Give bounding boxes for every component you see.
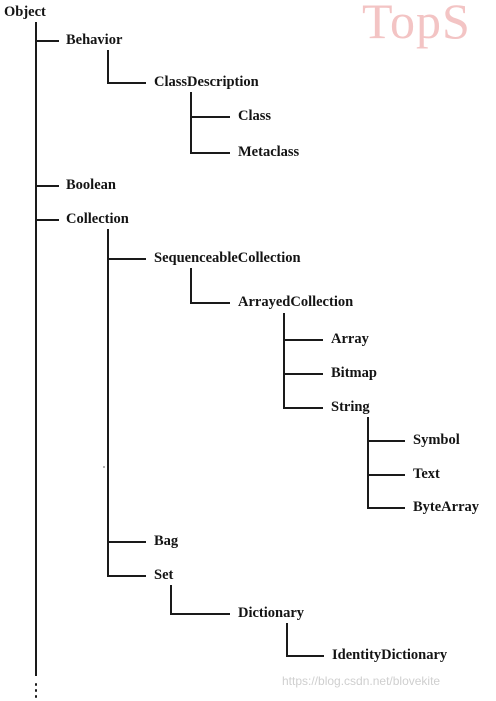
connector-arrayed-collection bbox=[190, 302, 230, 304]
node-collection: Collection bbox=[66, 211, 129, 227]
connector-dictionary bbox=[170, 613, 230, 615]
scan-speck bbox=[103, 466, 105, 468]
node-object: Object bbox=[4, 4, 46, 20]
connector-sequenceable-trunk bbox=[190, 268, 192, 302]
node-symbol: Symbol bbox=[413, 432, 460, 448]
connector-arrayed-trunk bbox=[283, 313, 285, 407]
connector-array bbox=[283, 339, 323, 341]
node-bitmap: Bitmap bbox=[331, 365, 377, 381]
connector-set-trunk bbox=[170, 585, 172, 613]
node-set: Set bbox=[154, 567, 174, 583]
node-byte-array: ByteArray bbox=[413, 499, 480, 515]
connector-string-trunk bbox=[367, 417, 369, 507]
connector-class-description-trunk bbox=[190, 92, 192, 152]
node-arrayed-collection: ArrayedCollection bbox=[238, 294, 354, 310]
connector-behavior bbox=[35, 40, 59, 42]
connector-metaclass bbox=[190, 152, 230, 154]
node-array: Array bbox=[331, 331, 369, 347]
connector-bitmap bbox=[283, 373, 323, 375]
node-text: Text bbox=[413, 466, 440, 482]
connector-behavior-trunk bbox=[107, 50, 109, 82]
node-identity-dictionary: IdentityDictionary bbox=[332, 647, 448, 663]
node-string: String bbox=[331, 399, 370, 415]
continuation-dot bbox=[34, 695, 37, 698]
connector-bag bbox=[107, 541, 146, 543]
node-metaclass: Metaclass bbox=[238, 144, 300, 160]
node-class: Class bbox=[238, 108, 272, 124]
node-boolean: Boolean bbox=[66, 177, 116, 193]
connector-dictionary-trunk bbox=[286, 623, 288, 655]
node-bag: Bag bbox=[154, 533, 179, 549]
connector-set bbox=[107, 575, 146, 577]
connector-collection-trunk bbox=[107, 229, 109, 575]
connector-string bbox=[283, 407, 323, 409]
watermark-logo: TopS bbox=[362, 0, 471, 49]
node-sequenceable-collection: SequenceableCollection bbox=[154, 250, 301, 266]
connector-class bbox=[190, 116, 230, 118]
connector-boolean bbox=[35, 185, 59, 187]
connector-byte-array bbox=[367, 507, 405, 509]
connector-collection bbox=[35, 219, 59, 221]
connector-text bbox=[367, 474, 405, 476]
continuation-dot bbox=[34, 689, 37, 692]
node-dictionary: Dictionary bbox=[238, 605, 305, 621]
connector-symbol bbox=[367, 440, 405, 442]
connector-class-description bbox=[107, 82, 146, 84]
node-class-description: ClassDescription bbox=[154, 74, 259, 90]
connector-identity-dictionary bbox=[286, 655, 324, 657]
connector-object-trunk bbox=[35, 22, 37, 676]
connector-sequenceable-collection bbox=[107, 258, 146, 260]
node-behavior: Behavior bbox=[66, 32, 123, 48]
continuation-dot bbox=[34, 683, 37, 686]
watermark-url: https://blog.csdn.net/blovekite bbox=[282, 674, 441, 688]
